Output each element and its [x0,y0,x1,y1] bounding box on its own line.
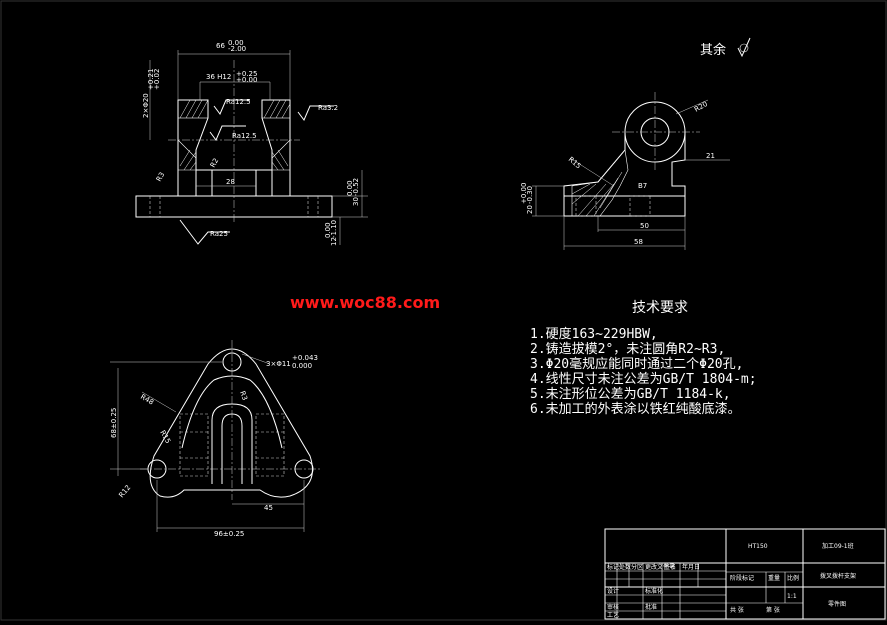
svg-text:0.000: 0.000 [292,362,312,370]
svg-text:更改文件号: 更改文件号 [645,563,675,571]
dim-45: 45 [264,504,273,512]
dim-top-width: 66 [216,42,225,50]
tech-title: 技术要求 [632,300,688,316]
svg-text:标记: 标记 [607,563,619,571]
svg-text:+0.00: +0.00 [520,183,528,204]
dim-50: 50 [640,222,649,230]
side-view: R20 R15 21 B7 50 58 20 +0.00 -0.30 [520,92,730,250]
dim-r15b: R15 [158,429,172,445]
svg-text:阶段标记: 阶段标记 [730,574,754,582]
tech-item-2: 2.铸造拔模2°，未注圆角R2~R3, [530,341,725,357]
check-icon [737,37,751,58]
dim-r48: R48 [139,393,155,407]
tb-scale: 1:1 [787,593,797,600]
top-outline [149,348,313,498]
dim-96: 96±0.25 [214,530,244,538]
svg-text:-0.30: -0.30 [526,186,534,204]
dim-68: 68±0.25 [110,408,118,438]
svg-text:R2: R2 [209,157,221,169]
dim-holes: 3×Φ11 [266,360,291,368]
svg-text:R3: R3 [155,171,167,183]
title-block: HT150 加工09-1班 拨叉拨杆支架 1:1 零件图 标记 处数 分区 更改… [604,528,886,620]
tb-org: 加工09-1班 [822,542,854,550]
dim-20: 20 [526,205,534,214]
dim-30: 30 [352,197,360,206]
svg-text:批准: 批准 [645,603,657,611]
svg-text:+0.02: +0.02 [153,69,161,90]
dim-bore: 2×Φ20 [142,93,150,118]
dim-r15: R15 [567,155,583,170]
svg-text:Ra12.5: Ra12.5 [232,132,257,140]
svg-text:签名: 签名 [664,563,676,571]
watermark-url: www.woc88.com [290,293,440,312]
dim-b7: B7 [638,182,647,190]
svg-text:+0.00: +0.00 [236,76,257,84]
svg-text:分区: 分区 [631,563,643,571]
side-hatch [571,149,629,217]
technical-requirements: 技术要求 1.硬度163~229HBW, 2.铸造拔模2°，未注圆角R2~R3,… [530,300,757,417]
roughness-mark-1 [213,99,250,115]
roughness-mark-2 [297,105,334,121]
svg-text:工艺: 工艺 [607,611,619,619]
dim-r20: R20 [693,100,709,114]
dim-slot: 36 H12 [206,73,231,81]
svg-text:处数: 处数 [619,563,631,571]
svg-text:第 张: 第 张 [766,606,780,614]
svg-text:年月日: 年月日 [682,563,700,571]
svg-text:共 张: 共 张 [730,606,744,614]
dim-r3: R3 [238,390,249,402]
dim-58: 58 [634,238,643,246]
svg-text:0.00: 0.00 [228,39,244,47]
tech-item-3: 3.Φ20毫规应能同时通过二个Φ20孔, [530,356,743,372]
roughness-mark-4 [179,219,230,245]
surface-note-text: 其余 [700,42,726,58]
svg-text:-1.10: -1.10 [330,220,338,238]
svg-text:标准化: 标准化 [645,587,663,595]
svg-text:Ra12.5: Ra12.5 [226,98,251,106]
svg-text:0.00: 0.00 [324,222,332,238]
svg-text:-2.00: -2.00 [228,45,246,53]
svg-text:重量: 重量 [768,574,780,582]
dim-28: 28 [226,178,235,186]
svg-text:Ra3.2: Ra3.2 [318,104,338,112]
svg-text:审核: 审核 [607,603,619,611]
svg-text:0.00: 0.00 [346,180,354,196]
svg-text:+0.043: +0.043 [292,354,318,362]
tech-item-5: 5.未注形位公差为GB/T 1184-k, [530,387,731,402]
svg-text:+0.21: +0.21 [147,69,155,90]
svg-text:+0.25: +0.25 [236,70,257,78]
surface-note: 其余 [700,37,751,58]
front-section-view: 66 0.00 -2.00 36 H12 +0.25 +0.00 2×Φ20 +… [135,39,368,246]
tb-drawing-type: 零件图 [828,600,846,608]
tech-item-6: 6.未加工的外表涂以铁红纯酸底漆。 [530,401,741,417]
tb-material: HT150 [748,543,768,550]
tb-part-name: 拨叉拨杆支架 [820,572,856,580]
dim-12: 12 [330,237,338,246]
dim-r12: R12 [117,484,132,500]
dim-21: 21 [706,152,715,160]
tech-item-4: 4.线性尺寸未注公差为GB/T 1804-m; [530,372,757,387]
top-view: 3×Φ11 +0.043 0.000 R48 68±0.25 96±0.25 4… [110,340,322,538]
tech-item-1: 1.硬度163~229HBW, [530,326,658,342]
svg-text:设计: 设计 [607,587,619,595]
svg-text:Ra25: Ra25 [210,230,228,238]
svg-text:-0.52: -0.52 [352,178,360,196]
svg-text:比例: 比例 [787,574,799,582]
front-hatch [177,99,291,171]
front-left-wall [177,99,209,196]
